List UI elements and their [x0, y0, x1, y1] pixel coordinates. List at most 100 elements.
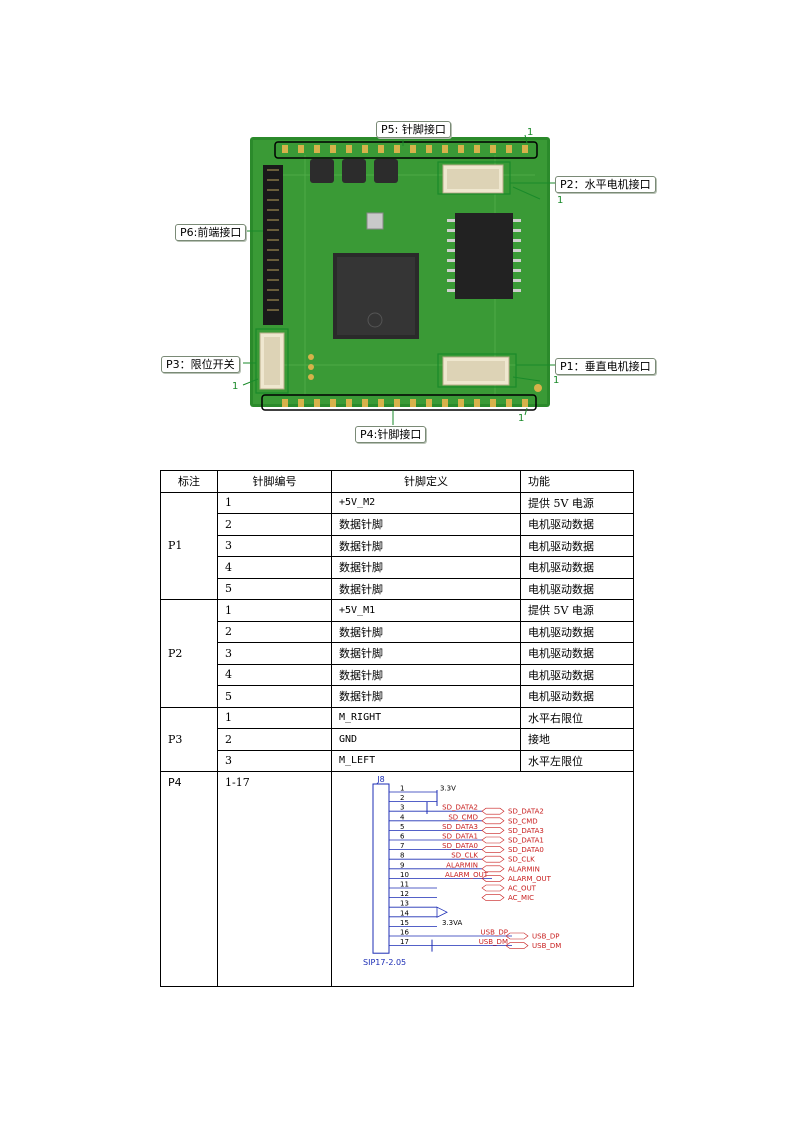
pin-number: 2 — [217, 620, 332, 643]
net-label-5: SD_DATA3 — [442, 823, 478, 831]
net-label-8: SD_CLK — [451, 852, 478, 860]
pin-number: 1 — [217, 491, 332, 514]
pin-number: 5 — [217, 685, 332, 708]
pin-number-4: 4 — [400, 813, 405, 821]
port-symbol-AC_MIC — [481, 894, 505, 901]
pin-definition: GND — [331, 728, 521, 751]
pin-number: 2 — [217, 513, 332, 536]
pin-definition: M_RIGHT — [331, 706, 521, 729]
pin-number-6: 6 — [400, 833, 405, 841]
port-label-SD_DATA3: SD_DATA3 — [508, 827, 544, 835]
port-label-ALARM_OUT: ALARM_OUT — [508, 875, 552, 883]
port-label-SD_DATA1: SD_DATA1 — [508, 837, 544, 845]
table-row: 2 数据针脚 电机驱动数据 — [161, 620, 634, 643]
table-row: 3 数据针脚 电机驱动数据 — [161, 534, 634, 557]
pin-function: 电机驱动数据 — [520, 556, 634, 579]
pcb-board-illustration — [242, 134, 555, 425]
pin-definition: 数据针脚 — [331, 513, 521, 536]
header-tag: 标注 — [160, 470, 218, 493]
pin-definition: 数据针脚 — [331, 577, 521, 600]
pin-definition: +5V_M2 — [331, 491, 521, 514]
port-symbol-ALARMIN — [481, 865, 505, 873]
pin-number-2: 2 — [400, 794, 404, 802]
table-row: 3 数据针脚 电机驱动数据 — [161, 642, 634, 665]
pin-number: 4 — [217, 556, 332, 579]
pin-function: 水平右限位 — [520, 706, 634, 729]
pin-function: 电机驱动数据 — [520, 620, 634, 643]
table-row: 4 数据针脚 电机驱动数据 — [161, 663, 634, 686]
port-label-SD_CLK: SD_CLK — [508, 856, 535, 864]
header-function: 功能 — [520, 470, 634, 493]
group-tag: P4 — [160, 771, 218, 987]
callout-p6: P6:前端接口 — [175, 224, 247, 241]
pin-definition: +5V_M1 — [331, 599, 521, 622]
pin-definition: 数据针脚 — [331, 556, 521, 579]
pin-number: 1 — [217, 706, 332, 729]
table-row: 3 M_LEFT 水平左限位 — [161, 749, 634, 772]
net-label-10: ALARM_OUT — [445, 871, 489, 879]
pin1-marker-p1: 1 — [553, 375, 560, 386]
callout-p3: P3：限位开关 — [161, 356, 240, 373]
table-row: P1 1 +5V_M2 提供 5V 电源 — [160, 491, 634, 600]
pin-definition: 数据针脚 — [331, 663, 521, 686]
triangle-symbol — [436, 906, 448, 918]
port-symbol-USB_DP — [505, 932, 529, 940]
port-symbol-SD_DATA0 — [481, 846, 505, 853]
pin-function: 电机驱动数据 — [520, 642, 634, 665]
net-label-7: SD_DATA0 — [442, 842, 478, 850]
pin-definition: 数据针脚 — [331, 534, 521, 557]
pin-number-15: 15 — [400, 919, 409, 927]
callout-p1: P1：垂直电机接口 — [555, 358, 656, 375]
pin-function: 电机驱动数据 — [520, 513, 634, 536]
pin-number-12: 12 — [400, 890, 409, 898]
pin-number-8: 8 — [400, 852, 404, 860]
table-row: 2 GND 接地 — [161, 728, 634, 751]
net-label-16: USB_DP — [481, 929, 508, 937]
port-symbol-SD_CMD — [481, 817, 505, 825]
j8-ref-label: J8 — [376, 775, 384, 784]
port-symbol-SD_DATA2 — [481, 807, 505, 815]
pin-number: 3 — [217, 534, 332, 557]
net-label-1: 3.3V — [440, 785, 456, 793]
port-symbol-ALARM_OUT — [481, 875, 505, 882]
port-label-SD_CMD: SD_CMD — [508, 817, 538, 825]
port-label-AC_MIC: AC_MIC — [508, 894, 534, 902]
net-label-9: ALARMIN — [446, 861, 478, 869]
net-label-6: SD_DATA1 — [442, 833, 478, 841]
pin-number: 3 — [217, 642, 332, 665]
pin-function: 提供 5V 电源 — [520, 491, 634, 514]
pin-number-17: 17 — [400, 938, 409, 946]
board-figure: P5: 针脚接口 P2：水平电机接口 P6:前端接口 P3：限位开关 P1：垂直… — [155, 115, 665, 450]
pin1-marker-p5: 1 — [527, 127, 534, 138]
port-label-USB_DP: USB_DP — [532, 933, 559, 941]
pin-function: 电机驱动数据 — [520, 534, 634, 557]
j8-part-label: SIP17-2.05 — [363, 958, 406, 967]
net-label-4: SD_CMD — [448, 813, 478, 821]
pin-number: 3 — [217, 749, 332, 772]
pin-function: 接地 — [520, 728, 634, 751]
port-label-AC_OUT: AC_OUT — [508, 885, 537, 893]
pin-definition: 数据针脚 — [331, 685, 521, 708]
port-label-SD_DATA0: SD_DATA0 — [508, 846, 544, 854]
pin-function: 水平左限位 — [520, 749, 634, 772]
pin-definition: 数据针脚 — [331, 620, 521, 643]
pin-function: 提供 5V 电源 — [520, 599, 634, 622]
pin-number: 2 — [217, 728, 332, 751]
port-label-ALARMIN: ALARMIN — [508, 865, 540, 873]
table-row: P3 1 M_RIGHT 水平右限位 — [160, 706, 634, 772]
port-label-USB_DM: USB_DM — [532, 942, 561, 950]
pin-definition: 数据针脚 — [331, 642, 521, 665]
pin-number-13: 13 — [400, 900, 409, 908]
header-pin-definition: 针脚定义 — [331, 470, 521, 493]
pin-definition-table: 标注 针脚编号 针脚定义 功能 P1 1 +5V_M2 提供 5V 电源 2 数… — [160, 470, 634, 987]
pin-number-7: 7 — [400, 842, 404, 850]
net-label-15: 3.3VA — [442, 919, 462, 927]
callout-p4: P4:针脚接口 — [355, 426, 427, 443]
table-header-row: 标注 针脚编号 针脚定义 功能 — [160, 470, 634, 493]
table-row: 5 数据针脚 电机驱动数据 — [161, 577, 634, 600]
port-symbol-SD_DATA3 — [481, 827, 505, 834]
group-tag: P2 — [160, 599, 218, 708]
